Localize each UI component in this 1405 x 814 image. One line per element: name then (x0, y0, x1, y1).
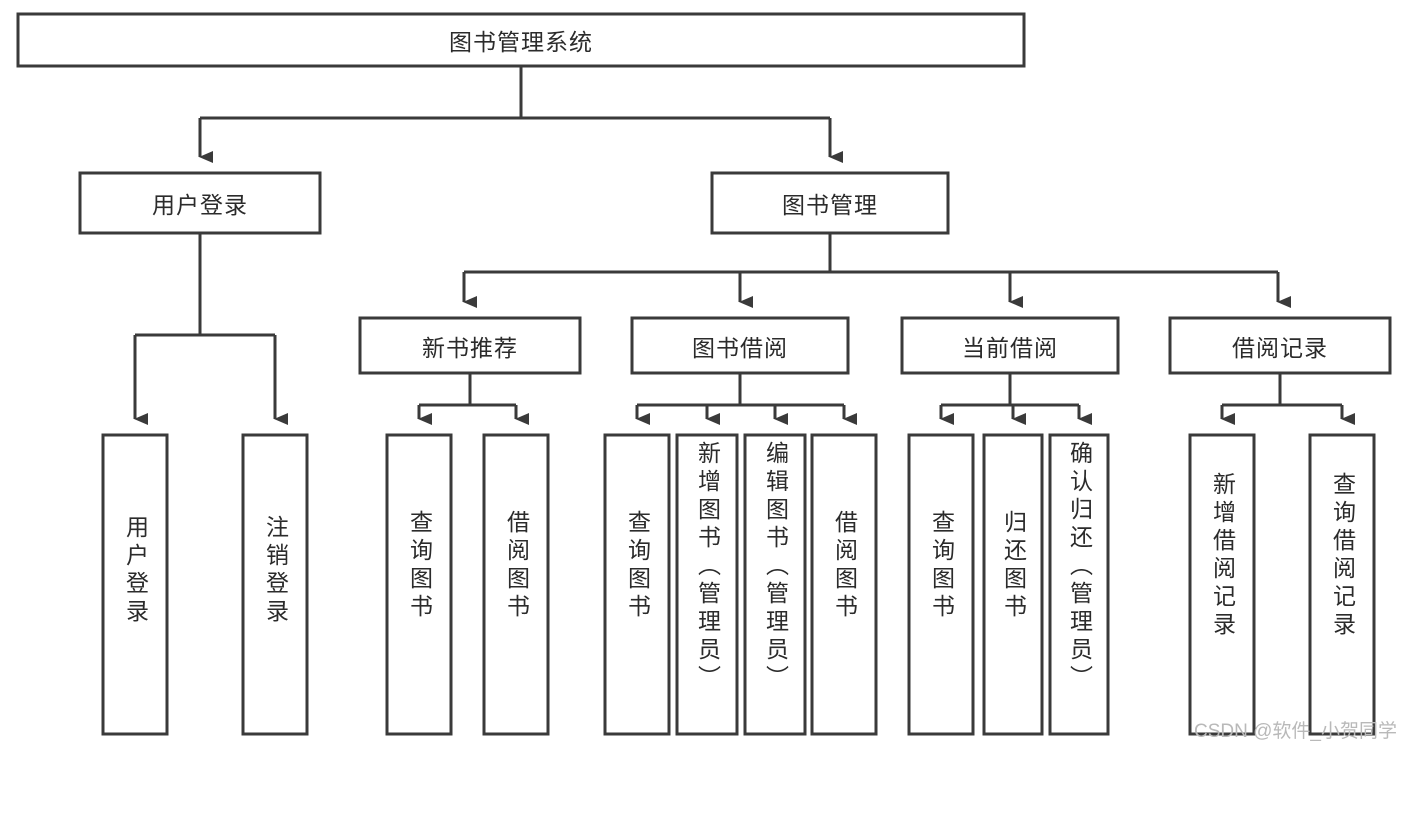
watermark-text: CSDN @软件_小贺同学 (1194, 721, 1397, 742)
leaf-box-user-login-login[interactable] (101, 433, 169, 736)
node-box-root[interactable] (16, 12, 1026, 68)
leaf-box-borrow-add[interactable] (675, 433, 739, 736)
leaf-box-borrow-edit[interactable] (743, 433, 807, 736)
node-box-new-book-recommend[interactable] (358, 316, 582, 375)
node-box-book-borrow[interactable] (630, 316, 850, 375)
node-box-book-management[interactable] (710, 171, 950, 235)
leaf-box-recommend-borrow[interactable] (482, 433, 550, 736)
node-box-borrow-record[interactable] (1168, 316, 1392, 375)
leaf-box-current-confirm-return[interactable] (1048, 433, 1110, 736)
leaf-box-record-query[interactable] (1308, 433, 1376, 736)
node-box-current-borrow[interactable] (900, 316, 1120, 375)
leaf-box-borrow-lend[interactable] (810, 433, 878, 736)
leaf-box-current-return[interactable] (982, 433, 1044, 736)
leaf-box-user-login-logout[interactable] (241, 433, 309, 736)
leaf-box-current-query[interactable] (907, 433, 975, 736)
hierarchy-diagram-canvas (16, 12, 1392, 736)
leaf-box-borrow-query[interactable] (603, 433, 671, 736)
leaf-box-record-add[interactable] (1188, 433, 1256, 736)
diagram-root: 图书管理系统 用户登录 图书管理 新书推荐 图书借阅 当前借阅 借阅记录 用户登… (16, 12, 1397, 742)
leaf-box-recommend-query[interactable] (385, 433, 453, 736)
node-box-user-login[interactable] (78, 171, 322, 235)
